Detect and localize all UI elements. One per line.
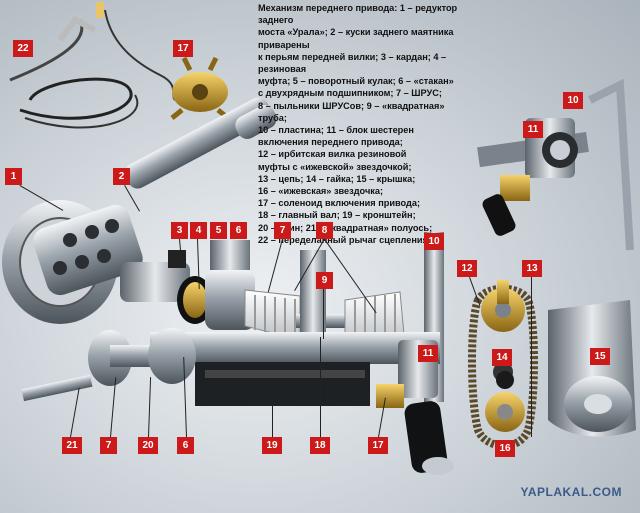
- chain-drive: [468, 280, 538, 450]
- caption-line: включения переднего привода;: [258, 137, 403, 148]
- callout-8: 8: [316, 222, 333, 239]
- caption-line: 12 – ирбитская вилка резиновой: [258, 149, 407, 160]
- caption-line: моста «Урала»; 2 – куски заднего маятник…: [258, 27, 454, 50]
- lever-inset-art: [9, 2, 230, 129]
- callout-19: 19: [262, 437, 282, 454]
- caption-line: 17 – соленоид включения привода;: [258, 198, 421, 209]
- callout-10-inset: 10: [563, 92, 583, 109]
- callout-14: 14: [492, 349, 512, 366]
- watermark: YAPLAKAL.COM: [520, 485, 622, 499]
- callout-9: 9: [316, 272, 333, 289]
- callout-4: 4: [190, 222, 207, 239]
- callout-10: 10: [424, 233, 444, 250]
- lever-inset-frame: [0, 0, 247, 146]
- callout-1: 1: [5, 168, 22, 185]
- callout-20: 20: [138, 437, 158, 454]
- callout-7-lower: 7: [100, 437, 117, 454]
- callout-21: 21: [62, 437, 82, 454]
- caption-line: 16 – «ижевская» звездочка;: [258, 186, 384, 197]
- leader-line: [323, 289, 324, 339]
- drive-shaft-assembly: [21, 232, 454, 475]
- callout-17-inset: 17: [173, 40, 193, 57]
- leader-line: [272, 397, 273, 437]
- caption-line: муфты с «ижевской» звездочкой;: [258, 161, 412, 172]
- caption-line: 13 – цепь; 14 – гайка; 15 – крышка;: [258, 173, 416, 184]
- caption-line: с двухрядным подшипником; 7 – ШРУС;: [258, 88, 442, 99]
- caption-line: 18 – главный вал; 19 – кронштейн;: [258, 210, 416, 221]
- callout-17: 17: [368, 437, 388, 454]
- parts-caption: Механизм переднего привода: 1 – редуктор…: [258, 2, 458, 246]
- leader-line: [320, 337, 321, 437]
- caption-line: Механизм переднего привода: 1 – редуктор…: [258, 3, 458, 26]
- callout-11-inset: 11: [523, 121, 543, 138]
- callout-3: 3: [171, 222, 188, 239]
- callout-6-lower: 6: [177, 437, 194, 454]
- cover-part: [548, 300, 636, 437]
- callout-5: 5: [210, 222, 227, 239]
- caption-line: 8 – пыльники ШРУСов; 9 – «квадратная» тр…: [258, 100, 445, 123]
- callout-11: 11: [418, 345, 438, 362]
- callout-12: 12: [457, 260, 477, 277]
- callout-18: 18: [310, 437, 330, 454]
- front-axle-assembly: [2, 97, 277, 330]
- callout-22: 22: [13, 40, 33, 57]
- gearblock-inset-art: [477, 78, 634, 251]
- leader-line: [531, 277, 532, 437]
- caption-line: муфта; 5 – поворотный кулак; 6 – «стакан…: [258, 76, 454, 87]
- callout-13: 13: [522, 260, 542, 277]
- callout-16: 16: [495, 440, 515, 457]
- callout-6: 6: [230, 222, 247, 239]
- caption-line: 22 – переделанный рычаг сцепления.: [258, 234, 431, 245]
- callout-2: 2: [113, 168, 130, 185]
- caption-line: к перьям передней вилки; 3 – кардан; 4 –…: [258, 51, 447, 75]
- caption-line: 10 – пластина; 11 – блок шестерен: [258, 125, 414, 136]
- callout-15: 15: [590, 348, 610, 365]
- callout-7: 7: [274, 222, 291, 239]
- caption-line: 20 – клин; 21 – «квадратная» полуось;: [258, 222, 433, 233]
